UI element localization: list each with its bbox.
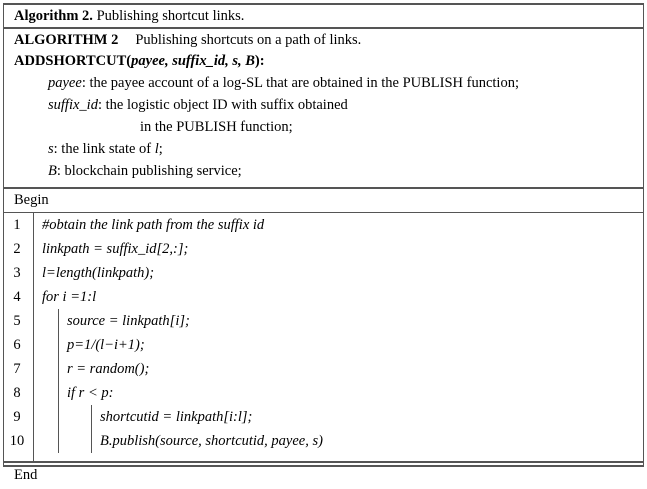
param-s-name: s xyxy=(48,141,54,157)
signature-name: ADDSHORTCUT xyxy=(14,53,127,69)
step-code: for i =1:l xyxy=(42,289,97,305)
param-b-name: B xyxy=(48,163,57,179)
step-number: 2 xyxy=(13,241,21,257)
step-row: 5 source = linkpath[i]; xyxy=(4,309,643,333)
step-code: l=length(linkpath); xyxy=(42,265,155,281)
step-number: 7 xyxy=(13,361,21,377)
signature-close-paren: ): xyxy=(254,53,265,69)
algorithm-title-line: ALGORITHM 2 Publishing shortcuts on a pat… xyxy=(4,30,643,51)
algorithm-title-rest: Publishing shortcuts on a path of links. xyxy=(135,32,362,48)
step-code: source = linkpath[i]; xyxy=(67,313,190,329)
step-number: 5 xyxy=(13,313,21,329)
step-code: B.publish(source, shortcutid, payee, s) xyxy=(100,433,323,449)
algorithm-caption: Algorithm 2. Publishing shortcut links. xyxy=(4,5,643,29)
step-row: 6 p=1/(l−i+1); xyxy=(4,333,643,357)
step-number: 9 xyxy=(13,409,21,425)
step-row: 8 if r < p: xyxy=(4,381,643,405)
signature-open-paren: ( xyxy=(126,53,132,69)
algorithm-header-block: ALGORITHM 2 Publishing shortcuts on a pat… xyxy=(4,29,643,189)
step-number: 10 xyxy=(9,433,25,449)
step-code: if r < p: xyxy=(67,385,114,401)
algorithm-title-bold: ALGORITHM 2 xyxy=(14,32,119,48)
step-row: 9 shortcutid = linkpath[i:l]; xyxy=(4,405,643,429)
step-number: 3 xyxy=(13,265,21,281)
step-code: linkpath = suffix_id[2,:]; xyxy=(42,241,189,257)
step-code: #obtain the link path from the suffix id xyxy=(42,217,265,233)
step-number: 8 xyxy=(13,385,21,401)
param-suffix-id: suffix_id: the logistic object ID with s… xyxy=(4,94,643,116)
step-number: 1 xyxy=(13,217,21,233)
step-row: 7 r = random(); xyxy=(4,357,643,381)
steps-trailing-gap xyxy=(4,453,643,477)
param-suffix-id-desc: : the logistic object ID with suffix obt… xyxy=(97,97,348,113)
step-row: 2 linkpath = suffix_id[2,:]; xyxy=(4,237,643,261)
algorithm-signature: ADDSHORTCUT(payee, suffix_id, s, B): xyxy=(4,51,643,72)
param-s-desc-tail: ; xyxy=(158,141,163,157)
param-b-desc: : blockchain publishing service; xyxy=(56,163,242,179)
indent-guide-level-1 xyxy=(58,309,59,453)
algorithm-steps: 1 #obtain the link path from the suffix … xyxy=(4,213,643,463)
signature-params: payee, suffix_id, s, B xyxy=(131,53,255,69)
step-row: 10 B.publish(source, shortcutid, payee, … xyxy=(4,429,643,453)
caption-label: Algorithm 2. xyxy=(14,8,93,24)
param-suffix-id-name: suffix_id xyxy=(48,97,98,113)
step-row: 4 for i =1:l xyxy=(4,285,643,309)
param-payee: payee: the payee account of a log-SL tha… xyxy=(4,72,643,94)
param-s-desc: : the link state of xyxy=(53,141,155,157)
step-row: 1 #obtain the link path from the suffix … xyxy=(4,213,643,237)
param-s-desc-var: l xyxy=(154,141,159,157)
begin-row: Begin xyxy=(4,189,643,213)
param-b: B: blockchain publishing service; xyxy=(4,160,643,182)
step-number: 6 xyxy=(13,337,21,353)
algorithm-box: Algorithm 2. Publishing shortcut links. … xyxy=(3,3,644,483)
param-payee-name: payee xyxy=(48,75,82,91)
indent-guide-level-2 xyxy=(91,405,92,453)
step-number: 4 xyxy=(13,289,21,305)
step-code: r = random(); xyxy=(67,361,150,377)
param-payee-desc: : the payee account of a log-SL that are… xyxy=(81,75,519,91)
step-code: p=1/(l−i+1); xyxy=(67,337,145,353)
step-code: shortcutid = linkpath[i:l]; xyxy=(100,409,253,425)
step-row: 3 l=length(linkpath); xyxy=(4,261,643,285)
param-suffix-id-continuation: in the PUBLISH function; xyxy=(140,119,293,135)
param-s: s: the link state of l; xyxy=(4,138,643,160)
caption-text: Publishing shortcut links. xyxy=(92,8,245,24)
